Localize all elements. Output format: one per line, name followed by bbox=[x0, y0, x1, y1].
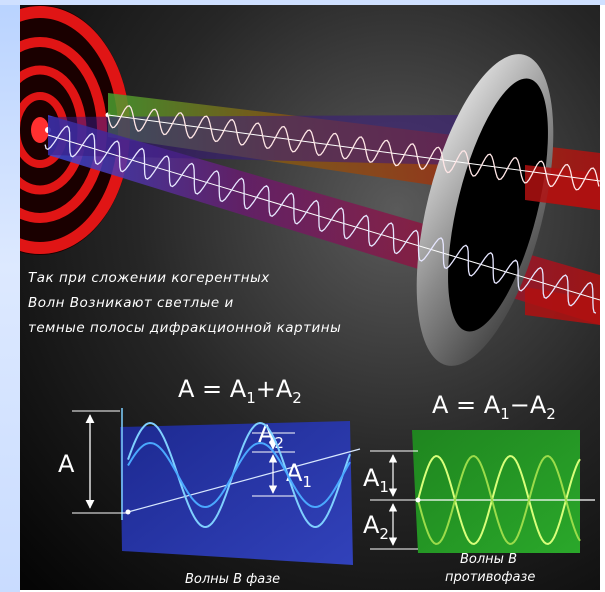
anti-phase-wave-b bbox=[417, 454, 581, 546]
in-phase-a2-label: A2 bbox=[258, 420, 284, 452]
anti-phase-formula: A = A1−A2 bbox=[432, 391, 556, 423]
in-phase-waves bbox=[127, 421, 351, 529]
beam-wave-upper bbox=[107, 105, 600, 191]
beam-waves bbox=[44, 105, 600, 314]
anti-phase-wave-a bbox=[417, 454, 581, 546]
anti-phase-a1-label: A1 bbox=[363, 464, 389, 496]
anti-phase-caption-2: противофазе bbox=[445, 570, 535, 585]
in-phase-amplitude-label: A bbox=[58, 450, 75, 478]
top-border bbox=[0, 0, 605, 5]
left-border bbox=[0, 0, 20, 592]
caption-line-3: темные полосы дифракционной картины bbox=[28, 320, 341, 336]
caption-line-1: Так при сложении когерентных bbox=[28, 270, 270, 286]
in-phase-wave-component bbox=[127, 441, 351, 509]
beam-wave-lower bbox=[44, 125, 597, 314]
anti-phase-diagram: A = A1−A2 A1 A2 Волны В противофазе bbox=[363, 391, 595, 585]
caption-line-2: Волн Возникают светлые и bbox=[28, 295, 234, 311]
in-phase-wave-sum bbox=[127, 421, 351, 529]
in-phase-diagram: A = A1+A2 A A2 A1 Волны В фазе bbox=[58, 375, 361, 587]
in-phase-caption: Волны В фазе bbox=[185, 572, 280, 587]
beam-axis-upper bbox=[107, 114, 600, 182]
anti-phase-a2-label: A2 bbox=[363, 511, 389, 543]
beam-axis-lower bbox=[47, 134, 600, 301]
in-phase-formula: A = A1+A2 bbox=[178, 375, 302, 407]
in-phase-panel bbox=[120, 421, 353, 565]
diffraction-scene: Так при сложении когерентных Волн Возник… bbox=[20, 5, 600, 590]
anti-phase-panel bbox=[412, 430, 580, 553]
main-caption: Так при сложении когерентных Волн Возник… bbox=[28, 270, 341, 336]
anti-phase-waves bbox=[417, 454, 581, 546]
anti-phase-caption-1: Волны В bbox=[460, 552, 517, 567]
